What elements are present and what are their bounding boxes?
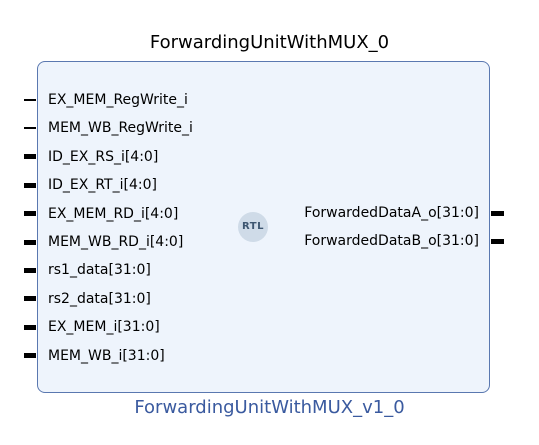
- output-port-label: ForwardedDataB_o[31:0]: [304, 233, 479, 250]
- input-port-label: ID_EX_RS_i[4:0]: [48, 148, 159, 165]
- input-port-label: MEM_WB_RegWrite_i: [48, 120, 193, 137]
- input-pin-1[interactable]: [24, 127, 36, 130]
- rtl-badge-icon: RTL: [238, 212, 268, 242]
- input-pin-9[interactable]: [24, 353, 36, 359]
- input-pin-8[interactable]: [24, 324, 36, 330]
- rtl-badge-label: RTL: [242, 221, 264, 232]
- module-name: ForwardingUnitWithMUX_v1_0: [134, 397, 405, 418]
- input-port-label: MEM_WB_RD_i[4:0]: [48, 234, 184, 250]
- output-pin-1[interactable]: [491, 238, 504, 244]
- input-pin-2[interactable]: [24, 154, 36, 160]
- input-pin-0[interactable]: [24, 99, 36, 101]
- input-port-label: EX_MEM_RegWrite_i: [48, 92, 188, 108]
- input-port-label: rs1_data[31:0]: [48, 262, 151, 279]
- input-port-label: EX_MEM_i[31:0]: [48, 319, 160, 336]
- input-pin-5[interactable]: [24, 239, 36, 245]
- input-port-label: EX_MEM_RD_i[4:0]: [48, 205, 179, 222]
- input-pin-6[interactable]: [24, 267, 36, 273]
- instance-name: ForwardingUnitWithMUX_0: [149, 32, 390, 53]
- input-port-label: MEM_WB_i[31:0]: [48, 347, 165, 364]
- input-port-label: rs2_data[31:0]: [48, 290, 151, 307]
- output-port-label: ForwardedDataA_o[31:0]: [304, 205, 479, 221]
- output-pin-0[interactable]: [491, 210, 504, 216]
- input-pin-4[interactable]: [24, 211, 36, 217]
- input-pin-7[interactable]: [24, 296, 36, 302]
- input-pin-3[interactable]: [24, 182, 36, 188]
- input-port-label: ID_EX_RT_i[4:0]: [48, 177, 157, 194]
